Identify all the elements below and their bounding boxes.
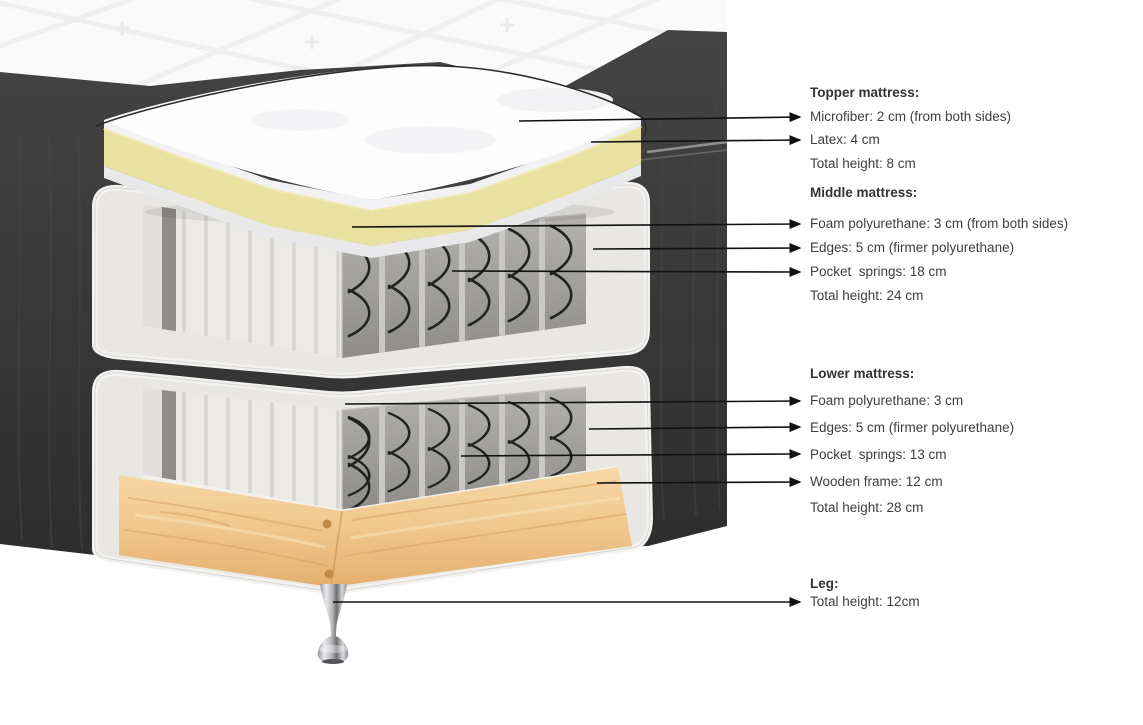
middle-foam-label: Foam polyurethane: 3 cm (from both sides… <box>810 216 1069 231</box>
lower-edges-label: Edges: 5 cm (firmer polyurethane) <box>810 420 1015 435</box>
leg-total-label: Total height: 12cm <box>810 594 920 609</box>
lower-pocket-springs-left-face <box>143 388 342 512</box>
lower-wood-label: Wooden frame: 12 cm <box>810 474 943 489</box>
topper-mattress <box>95 64 647 258</box>
arrow-latex <box>590 135 802 146</box>
lower-heading: Lower mattress: <box>810 366 915 381</box>
topper-microfiber-label: Microfiber: 2 cm (from both sides) <box>810 109 1012 124</box>
middle-heading: Middle mattress: <box>810 185 918 200</box>
middle-total-label: Total height: 24 cm <box>810 288 924 303</box>
wood-dowel-bottom <box>324 569 334 579</box>
lower-mattress <box>92 365 654 596</box>
latex-layer <box>104 126 641 246</box>
topper-heading: Topper mattress: <box>810 85 920 100</box>
leg-heading: Leg: <box>810 576 839 591</box>
topper-total-label: Total height: 8 cm <box>810 156 916 171</box>
arrow-lower-foam <box>344 396 802 407</box>
arrow-lower-springs <box>460 449 802 460</box>
lower-springs-label: Pocket springs: 13 cm <box>810 447 947 462</box>
middle-pocket-springs-left-face <box>143 204 342 358</box>
arrow-middle-foam <box>351 219 802 230</box>
topper-latex-label: Latex: 4 cm <box>810 132 880 147</box>
annotation-arrows <box>333 112 802 607</box>
arrow-wooden-frame <box>596 477 802 488</box>
wooden-frame <box>119 465 632 588</box>
arrow-middle-springs <box>451 266 802 277</box>
middle-springs-label: Pocket springs: 18 cm <box>810 264 947 279</box>
lower-total-label: Total height: 28 cm <box>810 500 924 515</box>
microfiber-band <box>104 118 641 210</box>
arrow-lower-edges <box>588 422 802 433</box>
middle-edges-label: Edges: 5 cm (firmer polyurethane) <box>810 240 1015 255</box>
arrow-middle-edges <box>592 243 802 254</box>
lower-foam-label: Foam polyurethane: 3 cm <box>810 393 964 408</box>
chrome-leg <box>317 584 349 664</box>
arrow-microfiber <box>518 112 802 123</box>
wood-dowel-top <box>322 519 332 529</box>
